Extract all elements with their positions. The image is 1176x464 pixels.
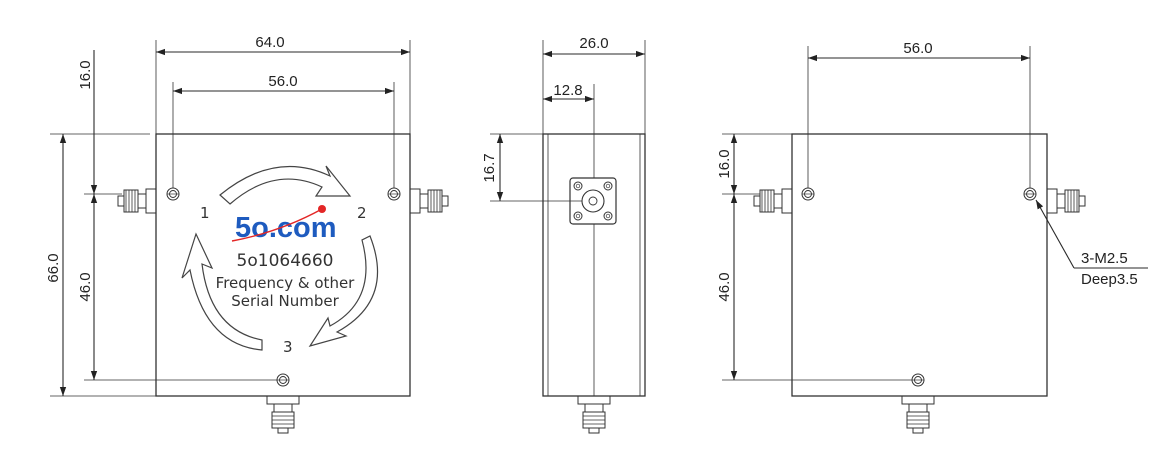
circulator-arrow-top — [219, 165, 352, 205]
port1-label: 1 — [200, 204, 210, 222]
side-connector-flange — [569, 177, 617, 225]
front-view: 1 2 3 5o.com 5o1064660 Frequency & other… — [45, 34, 449, 434]
port3-label: 3 — [283, 338, 293, 356]
back-hole-3 — [911, 373, 925, 387]
side-bottom-connector — [577, 395, 611, 434]
dim-back-lower: 46.0 — [716, 272, 733, 301]
side-view: 26.0 12.8 16.7 — [481, 35, 646, 434]
circulator-arrow-left — [181, 232, 263, 351]
info-line-1: Frequency & other — [216, 274, 356, 292]
dim-front-top: 16.0 — [77, 60, 94, 89]
port3-connector — [266, 395, 300, 434]
model-number: 5o1064660 — [237, 251, 334, 271]
mount-hole-1 — [166, 187, 180, 201]
front-dimensions: 64.0 56.0 66.0 16.0 46.0 — [45, 34, 411, 397]
back-dimensions: 56.0 16.0 46.0 3-M2.5 Deep3.5 — [716, 40, 1148, 381]
port1-connector — [117, 188, 157, 214]
dim-side-center: 12.8 — [553, 82, 582, 99]
port2-label: 2 — [357, 204, 367, 222]
dim-side-conn: 16.7 — [481, 153, 498, 182]
back-bottom-connector — [901, 395, 935, 434]
back-hole-2 — [1023, 187, 1037, 201]
dim-front-width: 64.0 — [255, 34, 284, 51]
hole-note-size: 3-M2.5 — [1081, 250, 1128, 267]
back-left-connector — [753, 188, 793, 214]
back-view: 56.0 16.0 46.0 3-M2.5 Deep3.5 — [716, 40, 1148, 434]
circulator-arrow-right — [308, 235, 379, 347]
info-line-2: Serial Number — [231, 292, 339, 310]
back-body — [791, 133, 1048, 397]
dim-side-depth: 26.0 — [579, 35, 608, 52]
side-dimensions: 26.0 12.8 16.7 — [481, 35, 646, 202]
mount-hole-3 — [276, 373, 290, 387]
mount-hole-2 — [387, 187, 401, 201]
dim-front-height: 66.0 — [45, 253, 62, 282]
brand-swoosh — [231, 208, 323, 242]
hole-note-depth: Deep3.5 — [1081, 271, 1138, 288]
dim-back-holes: 56.0 — [903, 40, 932, 57]
dim-front-holes: 56.0 — [268, 73, 297, 90]
dim-front-lower: 46.0 — [77, 272, 94, 301]
dim-back-top: 16.0 — [716, 149, 733, 178]
back-right-connector — [1046, 188, 1086, 214]
back-hole-1 — [801, 187, 815, 201]
port2-connector — [409, 188, 449, 214]
brand-logo: 5o.com — [235, 212, 337, 244]
